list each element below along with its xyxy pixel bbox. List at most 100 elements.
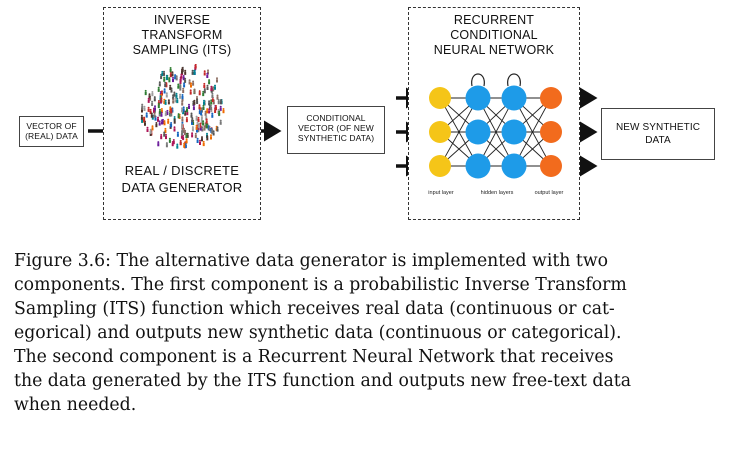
person-body — [176, 99, 179, 104]
person-body — [169, 108, 172, 112]
person-body — [144, 91, 147, 96]
recurrent-loop — [471, 73, 485, 87]
person-body — [205, 120, 208, 124]
person-body — [172, 100, 175, 104]
person-body — [193, 101, 196, 105]
person-head — [155, 122, 158, 124]
person-head — [219, 105, 222, 108]
person-body — [181, 132, 183, 136]
person-body — [179, 95, 182, 99]
person-head — [181, 67, 184, 69]
person-body — [203, 90, 206, 94]
person-body — [184, 71, 187, 75]
person-head — [211, 112, 214, 115]
person-head — [190, 82, 192, 85]
person-head — [195, 124, 198, 127]
person-body — [165, 84, 168, 88]
person-body — [192, 102, 195, 106]
person-head — [169, 72, 172, 74]
person-head — [165, 142, 168, 145]
person-body — [191, 119, 194, 123]
person-head — [146, 126, 149, 129]
person-head — [181, 130, 183, 133]
person-body — [153, 114, 156, 118]
person-head — [182, 87, 185, 90]
person-head — [172, 76, 174, 79]
person-body — [148, 95, 151, 99]
person-body — [157, 104, 160, 109]
person-body — [206, 137, 209, 141]
person-body — [210, 87, 213, 91]
person-body — [179, 84, 182, 88]
conditional-label-1: CONDITIONAL — [306, 113, 366, 123]
layer-label-input: input layer — [428, 190, 454, 196]
person-body — [210, 101, 213, 105]
person-head — [165, 133, 167, 136]
person-body — [203, 101, 205, 105]
input-node — [429, 155, 451, 177]
person-head — [212, 130, 215, 133]
layer-label-hidden: hidden layers — [480, 190, 514, 196]
person-head — [151, 100, 154, 103]
person-head — [211, 92, 214, 95]
person-body — [219, 121, 222, 125]
person-body — [186, 109, 188, 113]
person-head — [200, 119, 203, 122]
person-head — [182, 106, 185, 109]
person-head — [179, 93, 182, 96]
person-head — [181, 116, 184, 119]
person-body — [163, 78, 166, 82]
person-body — [197, 129, 200, 133]
person-body — [190, 114, 193, 118]
person-head — [215, 105, 217, 107]
person-head — [164, 110, 167, 113]
person-head — [202, 140, 205, 143]
person-head — [172, 98, 175, 101]
person-head — [218, 110, 221, 113]
person-body — [158, 83, 161, 87]
output-label-1: NEW SYNTHETIC — [615, 122, 701, 133]
person-head — [160, 108, 163, 110]
person-head — [216, 126, 219, 129]
caption-line-6: the data generated by the ITS function a… — [14, 371, 631, 391]
person-body — [206, 110, 209, 114]
hidden-node — [501, 153, 527, 179]
person-body — [178, 115, 181, 119]
person-body — [151, 127, 154, 131]
person-body — [164, 83, 167, 88]
person-body — [157, 143, 160, 147]
person-head — [189, 89, 192, 92]
person-head — [194, 64, 197, 66]
person-body — [191, 128, 194, 132]
its-title-3: SAMPLING (ITS) — [132, 43, 232, 57]
person-body — [157, 88, 160, 92]
input-vector-label-1: VECTOR OF — [26, 121, 77, 131]
person-body — [170, 110, 173, 114]
person-body — [158, 122, 161, 126]
person-head — [191, 117, 194, 120]
person-body — [160, 113, 163, 117]
person-body — [200, 112, 203, 116]
person-head — [186, 107, 188, 109]
person-body — [169, 86, 172, 90]
output-node — [540, 121, 562, 143]
person-body — [173, 120, 176, 124]
person-body — [190, 84, 192, 88]
person-head — [202, 90, 205, 93]
person-head — [166, 109, 169, 112]
hidden-node — [465, 85, 491, 111]
person-head — [183, 142, 186, 145]
person-body — [217, 101, 220, 105]
caption-line-4: egorical) and outputs new synthetic data… — [14, 323, 622, 343]
person-body — [208, 110, 211, 114]
person-body — [211, 130, 214, 134]
person-head — [201, 107, 203, 110]
person-body — [176, 133, 179, 137]
person-head — [161, 119, 163, 122]
person-body — [141, 105, 144, 109]
hidden-node — [465, 119, 491, 145]
person-head — [149, 108, 152, 111]
person-head — [160, 111, 163, 114]
neural-network-diagram — [429, 73, 562, 179]
person-body — [198, 106, 201, 110]
